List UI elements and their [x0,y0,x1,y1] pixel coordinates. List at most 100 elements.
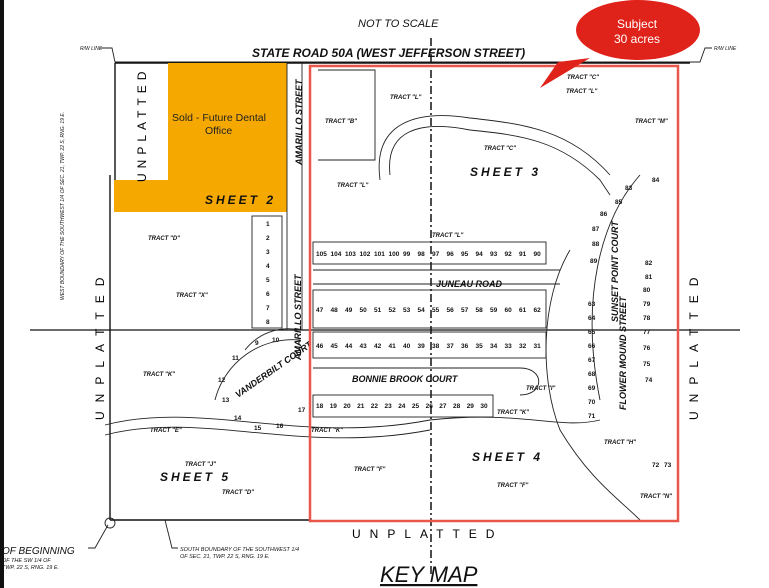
lot-number: 25 [412,403,420,410]
lot-number: 76 [643,345,651,352]
lot-number: 12 [218,377,226,384]
sheet-4-label: SHEET 4 [472,450,543,464]
subject-boundary [308,64,680,523]
sold-label-1: Sold - Future Dental [172,112,266,124]
lot-number: 5 [266,277,270,284]
lot-number: 37 [447,343,455,350]
lot-grid [104,174,641,521]
lot-number: 52 [389,307,397,314]
lot-number: 100 [389,251,400,258]
lot-number: 84 [652,177,660,184]
sheet-2-label: SHEET 2 [205,193,276,207]
svg-text:TRACT "D": TRACT "D" [222,490,254,496]
pob-note-2: OF THE SW 1/4 OF [2,558,51,564]
lot-number: 42 [374,343,382,350]
lot-number: 67 [588,357,596,364]
lot-number: 92 [505,251,513,258]
lot-number: 8 [266,319,270,326]
svg-text:TRACT "F": TRACT "F" [497,483,529,489]
svg-text:TRACT "K": TRACT "K" [143,372,175,378]
lot-number: 29 [467,403,475,410]
lot-number: 93 [490,251,498,258]
lot-number: 27 [439,403,447,410]
amarillo-street-lines [286,63,303,330]
rw-line-right: R/W LINE [714,46,737,52]
scale-note: NOT TO SCALE [358,18,439,30]
flower-mound-label: FLOWER MOUND STREET [618,295,628,410]
lot-number: 97 [432,251,440,258]
lot-number: 75 [643,361,651,368]
svg-text:TRACT "E": TRACT "E" [150,428,182,434]
lot-number: 77 [643,329,651,336]
svg-text:TRACT "K": TRACT "K" [311,428,343,434]
lot-number: 53 [403,307,411,314]
lot-number: 19 [330,403,338,410]
lot-number: 68 [588,371,596,378]
lot-number: 51 [374,307,382,314]
lot-number: 63 [588,301,596,308]
lot-number: 13 [222,397,230,404]
sunset-point-label: SUNSET POINT COURT [610,220,620,322]
tract-labels: TRACT "C" TRACT "L" TRACT "L" TRACT "B" … [143,75,672,500]
road-label: STATE ROAD 50A (WEST JEFFERSON STREET) [252,46,525,60]
lot-number: 44 [345,343,353,350]
lot-number: 72 [652,462,660,469]
lot-number: 57 [461,307,469,314]
lot-number: 80 [643,287,651,294]
tract-b-outline [318,69,376,161]
unplatted-north: UNPLATTED [135,67,149,182]
lot-number: 21 [357,403,365,410]
lot-number: 49 [345,307,353,314]
svg-text:TRACT "M": TRACT "M" [635,119,668,125]
lot-number: 38 [432,343,440,350]
lot-number: 71 [588,413,596,420]
lot-number: 39 [418,343,426,350]
lot-number: 95 [461,251,469,258]
lot-number: 89 [590,258,598,265]
lot-number: 55 [432,307,440,314]
lot-number: 22 [371,403,379,410]
lot-number: 61 [519,307,527,314]
svg-text:Subject: Subject [617,17,658,31]
lot-number: 32 [519,343,527,350]
lot-number: 83 [625,185,633,192]
lot-number: 54 [418,307,426,314]
svg-text:TRACT "L": TRACT "L" [337,183,369,189]
lot-number: 79 [643,301,651,308]
lot-number: 104 [331,251,342,258]
lot-number: 33 [505,343,513,350]
lake-outline [378,115,611,196]
lot-number: 59 [490,307,498,314]
bonnie-brook-label: BONNIE BROOK COURT [352,374,459,384]
lot-number: 48 [331,307,339,314]
lot-number: 81 [645,274,653,281]
lot-number: 50 [360,307,368,314]
lot-number: 88 [592,241,600,248]
south-boundary-note-2: OF SEC. 21, TWP. 22 S, RNG. 19 E. [180,554,270,560]
unplatted-east: UNPLATTED [687,269,701,420]
rw-line-left: R/W LINE [80,46,103,52]
lot-number: 103 [345,251,356,258]
lot-number: 23 [385,403,393,410]
svg-text:TRACT "L": TRACT "L" [566,89,598,95]
left-edge-border [0,0,4,588]
lot-number: 40 [403,343,411,350]
note-leaders [88,519,178,549]
rw-line [100,47,712,63]
lot-number: 47 [316,307,324,314]
svg-text:TRACT "X": TRACT "X" [176,293,208,299]
lot-number: 69 [588,385,596,392]
lot-number: 78 [643,315,651,322]
lot-number: 4 [266,263,270,270]
svg-text:TRACT "N": TRACT "N" [640,494,672,500]
subject-callout: Subject 30 acres [540,0,700,88]
lot-number: 10 [272,337,280,344]
lot-number: 105 [316,251,327,258]
lot-number: 36 [461,343,469,350]
lot-number: 2 [266,235,270,242]
lot-number: 26 [426,403,434,410]
